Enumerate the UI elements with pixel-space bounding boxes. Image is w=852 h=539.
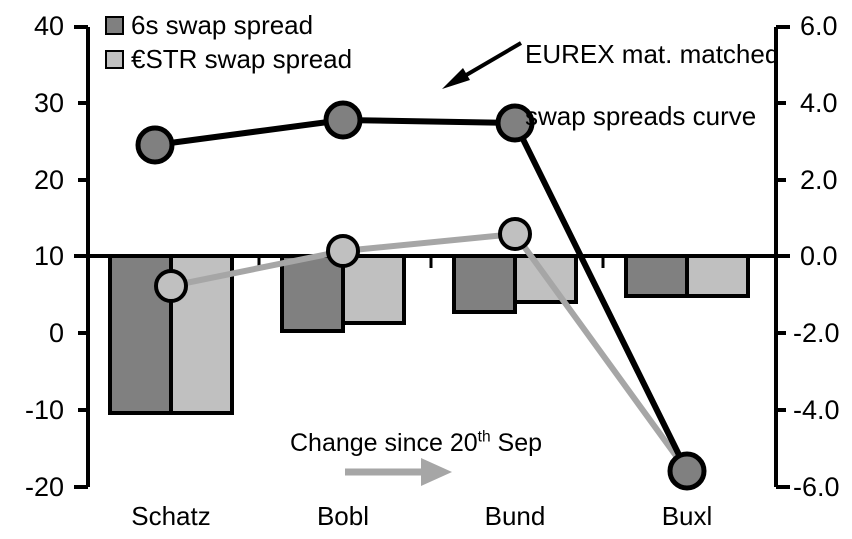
bar-estr-buxl (685, 254, 750, 298)
annotation-eurex-line1: EUREX mat. matched (525, 39, 780, 69)
marker-change-bund (498, 217, 532, 251)
legend-label-6s-swap-spread: 6s swap spread (131, 10, 314, 40)
legend-swatch-6s-swap-spread (105, 15, 124, 35)
bar-6s-bund (452, 254, 517, 314)
left-tick-neg20: -20 (24, 472, 64, 502)
series-change-since-sep (154, 217, 690, 473)
annotation-change-ordinal: th (477, 428, 491, 446)
right-tick-4: 4.0 (800, 88, 838, 118)
bar-6s-bobl (280, 254, 345, 333)
eurex-callout-arrow (442, 41, 523, 89)
annotation-change-since-sep: Change since 20th Sep (290, 428, 542, 459)
legend-item-6s-swap-spread[interactable]: 6s swap spread (105, 8, 352, 42)
right-tick-neg2: -2.0 (793, 318, 840, 348)
annotation-eurex-line2: swap spreads curve (525, 101, 757, 131)
right-tick-2: 2.0 (800, 165, 838, 195)
left-tick-10: 10 (33, 241, 64, 271)
left-tick-30: 30 (33, 88, 64, 118)
annotation-change-head: Change since 20 (290, 429, 478, 457)
series-eurex-curve (135, 100, 707, 491)
right-tick-6: 6.0 (800, 11, 838, 41)
left-tick-20: 20 (33, 165, 64, 195)
left-tick-0: 0 (48, 318, 64, 348)
marker-eurex-schatz (135, 125, 175, 165)
change-since-arrow (345, 458, 452, 486)
legend-swatch-estr-swap-spread (105, 49, 124, 69)
right-tick-0: 0.0 (800, 241, 838, 271)
category-label-schatz: Schatz (131, 501, 211, 531)
category-label-buxl: Buxl (661, 501, 713, 531)
right-tick-neg6: -6.0 (793, 472, 840, 502)
annotation-eurex-curve: EUREX mat. matched swap spreads curve (525, 8, 779, 132)
bar-6s-schatz (108, 254, 173, 415)
bars-6s (108, 254, 689, 415)
left-axis (74, 25, 90, 489)
marker-change-schatz (154, 269, 188, 303)
legend-label-estr-swap-spread: €STR swap spread (131, 44, 353, 74)
legend-item-estr-swap-spread[interactable]: €STR swap spread (105, 42, 352, 76)
left-tick-40: 40 (33, 11, 64, 41)
bars-estr (169, 254, 750, 415)
annotation-change-tail: Sep (490, 429, 543, 457)
category-label-bund: Bund (484, 501, 546, 531)
bar-estr-bobl (341, 254, 406, 325)
right-tick-neg4: -4.0 (793, 395, 840, 425)
marker-eurex-bobl (323, 100, 363, 140)
legend: 6s swap spread €STR swap spread (105, 8, 352, 76)
marker-eurex-buxl (667, 451, 707, 491)
marker-change-bobl (326, 234, 360, 268)
bar-6s-buxl (624, 254, 689, 298)
marker-eurex-bund (495, 103, 535, 143)
left-tick-neg10: -10 (24, 395, 64, 425)
category-label-bobl: Bobl (316, 501, 370, 531)
